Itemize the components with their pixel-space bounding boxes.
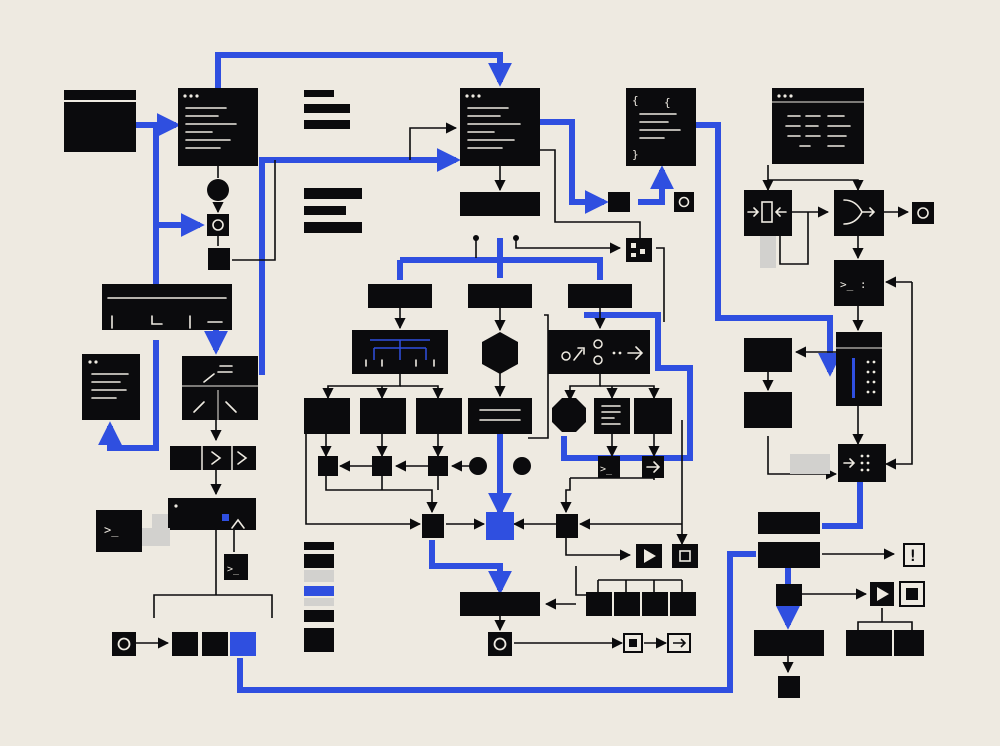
prompt-dots-glyph: >_ : — [840, 278, 867, 291]
arrow-out-icon — [667, 633, 691, 653]
result-block-3 — [642, 592, 668, 616]
compress-icon-box — [744, 190, 792, 236]
prompt-glyph: >_ — [104, 523, 119, 537]
action-toolbar-panel — [548, 330, 650, 374]
merge-node-left — [422, 514, 444, 538]
terminal-prompt-left: >_ — [96, 510, 170, 552]
status-block-top — [744, 338, 792, 372]
small-node-1 — [318, 456, 338, 476]
bar-stack-bottom — [304, 542, 334, 652]
queue-bar-top — [758, 512, 820, 534]
merge-node-blue — [486, 512, 514, 540]
list-menu-panel — [836, 332, 882, 406]
node-row-3 — [416, 398, 462, 434]
hexagon-node — [482, 332, 518, 374]
alert-glyph: ! — [908, 546, 918, 565]
alert-icon: ! — [903, 543, 925, 567]
branch-c — [568, 284, 632, 308]
center-column: >_ — [304, 88, 698, 656]
dot-node-1 — [469, 457, 487, 475]
terminal-prompt-right: >_ : — [834, 260, 884, 306]
output-ring — [112, 632, 136, 656]
output-block-1 — [172, 632, 198, 656]
end-ring-icon — [488, 632, 512, 656]
bar-stack-middle — [304, 188, 362, 233]
stop-icon-right — [899, 581, 925, 607]
terminal-log-window — [82, 354, 140, 420]
junction-block — [776, 584, 802, 606]
output-bar-center — [460, 592, 540, 616]
result-block-2 — [614, 592, 640, 616]
branch-a — [368, 284, 432, 308]
node-row-2 — [360, 398, 406, 434]
dot-node-2 — [513, 457, 531, 475]
brace-open-glyph: { — [632, 94, 639, 107]
small-node-2 — [372, 456, 392, 476]
router-icon-box — [182, 356, 258, 420]
list-panel-center — [468, 398, 532, 434]
output-block-2 — [202, 632, 228, 656]
dispatch-icon-box — [838, 444, 886, 482]
status-block-bottom — [744, 392, 792, 428]
result-block-1 — [586, 592, 612, 616]
final-block-b — [894, 630, 924, 656]
process-bar — [460, 192, 540, 216]
brace-open-glyph-2: { — [664, 96, 671, 109]
relay-block — [608, 192, 630, 212]
queue-bar-main — [758, 542, 820, 568]
decision-node — [207, 179, 229, 201]
result-block-4 — [670, 592, 696, 616]
brace-close-glyph: } — [632, 148, 639, 161]
final-bar-right — [754, 630, 824, 656]
table-window — [772, 88, 864, 164]
final-block-a — [846, 630, 892, 656]
target-icon — [207, 214, 229, 236]
node-row-end — [634, 398, 672, 434]
bar-stack-top — [304, 90, 350, 129]
code-window-top-left — [178, 88, 258, 166]
merge-icon-box — [834, 190, 884, 236]
step-block — [208, 248, 230, 270]
play-button-icon — [636, 544, 662, 568]
right-column: >_ : ! — [744, 88, 934, 698]
left-column: >_ >_ — [64, 88, 258, 656]
code-window-center — [460, 88, 540, 166]
output-block-blue — [230, 632, 256, 656]
progress-bar-panel — [168, 498, 256, 530]
solid-block-panel — [64, 90, 136, 152]
relay-ring-icon — [674, 192, 694, 212]
ring-icon-right — [912, 202, 934, 224]
prompt-node: >_ — [598, 456, 620, 478]
grid-icon-box — [626, 238, 652, 262]
merge-node-right — [556, 514, 578, 538]
prompt-glyph-small: >_ — [227, 564, 240, 575]
prompt-node-glyph: >_ — [600, 464, 613, 475]
chevron-bar — [170, 446, 256, 470]
json-window: { { } — [626, 88, 696, 166]
stop-icon — [672, 544, 698, 568]
terminal-prompt-small: >_ — [224, 554, 248, 580]
document-icon-box — [594, 398, 630, 434]
toolbar-panel — [102, 284, 232, 330]
branch-b — [468, 284, 532, 308]
node-row-1 — [304, 398, 350, 434]
play-icon-right — [870, 582, 894, 606]
square-outline-icon — [623, 633, 643, 653]
tree-panel — [352, 330, 448, 374]
terminal-block — [778, 676, 800, 698]
octagon-node — [552, 398, 586, 432]
small-node-3 — [428, 456, 448, 476]
forward-node — [642, 456, 664, 478]
